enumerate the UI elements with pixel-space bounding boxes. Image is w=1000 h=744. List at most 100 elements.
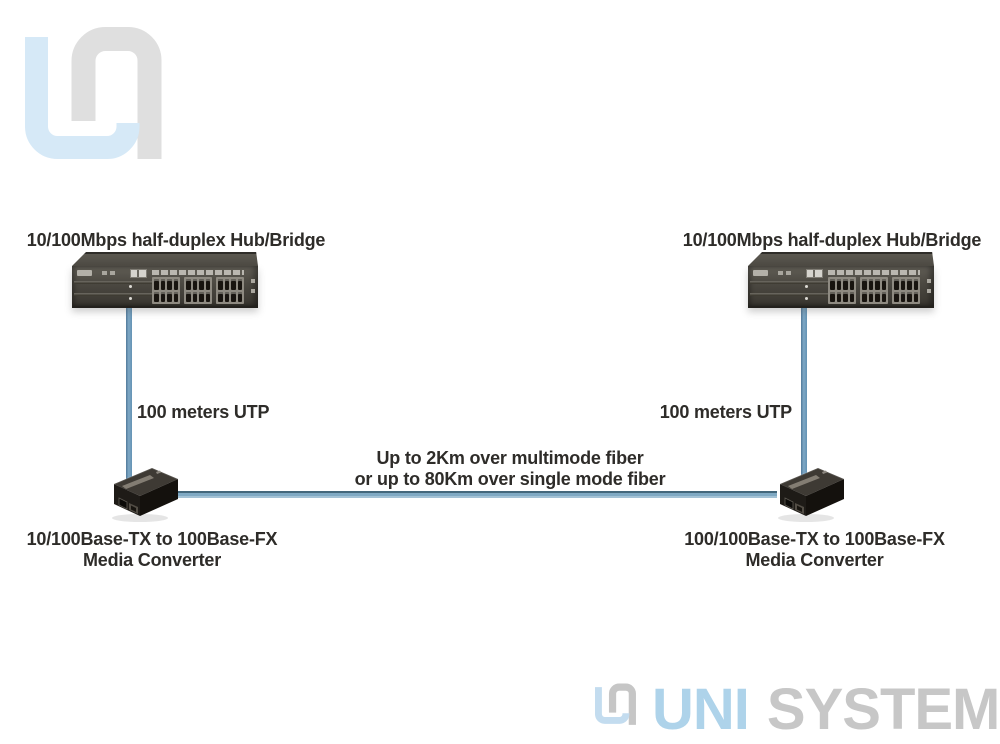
converter-right-line1: 100/100Base-TX to 100Base-FX (684, 529, 945, 549)
hub-ports (152, 277, 244, 304)
brand-word-system: SYSTEM (766, 677, 1000, 742)
rj45-port (218, 279, 223, 290)
rj45-port (173, 279, 178, 290)
hub-label-box (130, 269, 147, 278)
converter-left-line2: Media Converter (82, 550, 222, 570)
converter-right-label: 100/100Base-TX to 100Base-FX Media Conve… (682, 529, 947, 571)
fiber-label: Up to 2Km over multimode fiber or up to … (310, 448, 710, 490)
hub-right-label: 10/100Mbps half-duplex Hub/Bridge (682, 230, 982, 250)
rj45-port (900, 279, 905, 290)
hub-side-leds (251, 279, 255, 293)
rj45-port (237, 291, 242, 302)
hub-led (129, 297, 132, 300)
fiber-label-line1: Up to 2Km over multimode fiber (376, 448, 644, 468)
rj45-port (894, 279, 899, 290)
rj45-port (881, 291, 886, 302)
rj45-port (830, 279, 835, 290)
hub-model-text (778, 271, 794, 275)
rj45-port (836, 279, 841, 290)
hub-left-label: 10/100Mbps half-duplex Hub/Bridge (26, 230, 326, 250)
rj45-port (913, 279, 918, 290)
brand-word-uni: UNI (652, 677, 750, 742)
rj45-port (862, 279, 867, 290)
utp-cable-left (126, 306, 132, 490)
rj45-port (900, 291, 905, 302)
port-group (216, 277, 244, 304)
converter-left-line1: 10/100Base-TX to 100Base-FX (26, 529, 278, 549)
uni-system-logo: UNI SYSTEM (595, 677, 1000, 742)
rj45-port (237, 279, 242, 290)
port-group (860, 277, 888, 304)
hub-front-face (748, 266, 934, 308)
rj45-port (231, 291, 236, 302)
rj45-port (154, 279, 159, 290)
hub-groove (74, 281, 152, 284)
rj45-port (186, 279, 191, 290)
rj45-port (875, 279, 880, 290)
hub-top-face (72, 252, 258, 266)
rj45-port (881, 279, 886, 290)
hub-left-device (72, 252, 258, 308)
hub-groove (74, 293, 152, 296)
rj45-port (843, 291, 848, 302)
hub-front-face (72, 266, 258, 308)
un-logo-icon (595, 683, 636, 725)
rj45-port (205, 291, 210, 302)
hub-right-device (748, 252, 934, 308)
hub-port-number-strip (828, 270, 920, 275)
rj45-port (186, 291, 191, 302)
rj45-port (167, 291, 172, 302)
hub-brand-badge (77, 270, 92, 276)
media-converter-right-device (778, 467, 845, 522)
rj45-port (192, 279, 197, 290)
rj45-port (192, 291, 197, 302)
rj45-port (836, 291, 841, 302)
rj45-port (907, 291, 912, 302)
port-group (152, 277, 180, 304)
port-group (828, 277, 856, 304)
rj45-port (830, 291, 835, 302)
rj45-port (849, 291, 854, 302)
rj45-port (205, 279, 210, 290)
hub-brand-badge (753, 270, 768, 276)
rj45-port (160, 291, 165, 302)
utp-cable-right (801, 306, 807, 480)
converter-left-label: 10/100Base-TX to 100Base-FX Media Conver… (24, 529, 280, 571)
converter-right-line2: Media Converter (745, 550, 884, 570)
hub-side-leds (927, 279, 931, 293)
port-group (184, 277, 212, 304)
rj45-port (154, 291, 159, 302)
rj45-port (199, 291, 204, 302)
utp-left-label: 100 meters UTP (137, 402, 270, 422)
fiber-label-line2: or up to 80Km over single mode fiber (354, 469, 666, 489)
rj45-port (224, 291, 229, 302)
rj45-port (231, 279, 236, 290)
rj45-port (199, 279, 204, 290)
rj45-port (875, 291, 880, 302)
hub-led (805, 297, 808, 300)
utp-right-label: 100 meters UTP (659, 402, 792, 422)
rj45-port (868, 279, 873, 290)
hub-port-number-strip (152, 270, 244, 275)
hub-led (129, 285, 132, 288)
hub-groove (750, 281, 828, 284)
rj45-port (894, 291, 899, 302)
rj45-port (843, 279, 848, 290)
hub-label-box (806, 269, 823, 278)
hub-model-text (102, 271, 118, 275)
media-converter-left-device (112, 467, 179, 522)
rj45-port (167, 279, 172, 290)
rj45-port (218, 291, 223, 302)
rj45-port (907, 279, 912, 290)
rj45-port (868, 291, 873, 302)
hub-top-face (748, 252, 934, 266)
rj45-port (849, 279, 854, 290)
rj45-port (224, 279, 229, 290)
hub-ports (828, 277, 920, 304)
rj45-port (913, 291, 918, 302)
fiber-cable (175, 491, 777, 498)
port-group (892, 277, 920, 304)
hub-groove (750, 293, 828, 296)
rj45-port (862, 291, 867, 302)
